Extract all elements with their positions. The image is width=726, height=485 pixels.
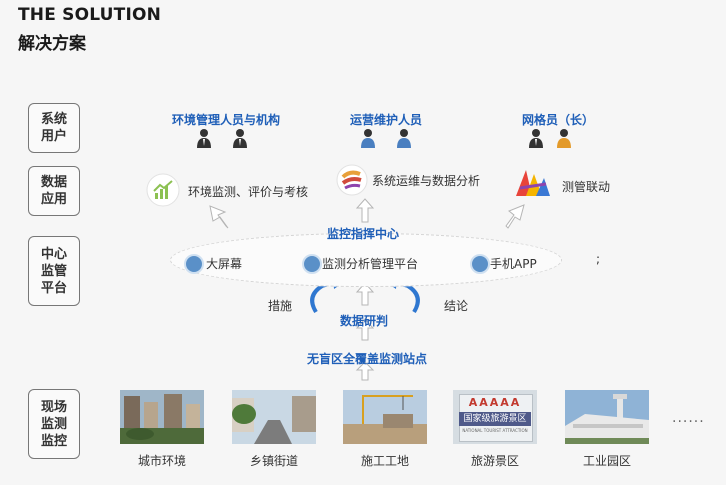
site-label-tourism: 旅游景区 [470,454,519,468]
site-label-city: 城市环境 [137,454,186,468]
more-ellipsis: ...... [672,410,705,426]
app-ops-data-analysis: 系统运维与数据分析 [372,174,481,188]
sign-five-a: AAAAA [468,396,522,409]
user-group-grid-staff: 网格员（长） [522,113,595,127]
user-group-env-management: 环境管理人员与机构 [172,113,281,127]
title-chinese: 解决方案 [18,34,86,54]
sign-national-attraction: 国家级旅游景区 [459,412,531,426]
tourist-attraction-photo: AAAAA 国家级旅游景区 NATIONAL TOURIST ATTRACTIO… [453,390,537,444]
data-judgement-label: 数据研判 [340,314,389,328]
row-label-central-platform: 中心 监管 平台 [28,236,80,306]
row-label-data-application: 数据 应用 [28,166,80,216]
person-female-icon [557,129,571,148]
row-label-system-users: 系统 用户 [28,103,80,153]
row-label-onsite-monitoring: 现场 监测 监控 [28,389,80,459]
app-monitoring-linkage: 测管联动 [562,180,611,194]
construction-site-photo [343,390,427,444]
platform-ellipse [170,233,562,287]
ops-analysis-icon [336,164,368,196]
semicolon-mark: ; [596,252,601,266]
full-coverage-stations-label: 无盲区全覆盖监测站点 [307,352,428,366]
center-item-mobile-app: 手机APP [490,257,537,271]
measures-label: 措施 [268,299,293,313]
person-icon [529,129,543,148]
center-item-big-screen: 大屏幕 [206,257,243,271]
person-icon [361,129,375,148]
center-item-analysis-platform: 监测分析管理平台 [322,257,419,271]
platform-icon [302,254,322,274]
person-icon [197,129,211,148]
site-label-town: 乡镇街道 [249,454,298,468]
sign-english-subtitle: NATIONAL TOURIST ATTRACTION [462,428,528,433]
user-group-operations: 运营维护人员 [350,113,423,127]
industrial-park-photo [565,390,649,444]
city-environment-photo [120,390,204,444]
town-street-photo [232,390,316,444]
site-label-construction: 施工工地 [360,454,409,468]
title-english: THE SOLUTION [18,5,162,25]
screen-icon [184,254,204,274]
app-env-monitoring-evaluation: 环境监测、评价与考核 [188,185,309,199]
phone-icon [470,254,490,274]
linkage-colorful-icon [516,170,550,196]
person-icon [397,129,411,148]
person-icon [233,129,247,148]
site-label-industrial: 工业园区 [582,454,631,468]
conclusion-label: 结论 [444,299,469,313]
chart-trend-icon [146,173,180,207]
command-center-title: 监控指挥中心 [327,227,400,241]
